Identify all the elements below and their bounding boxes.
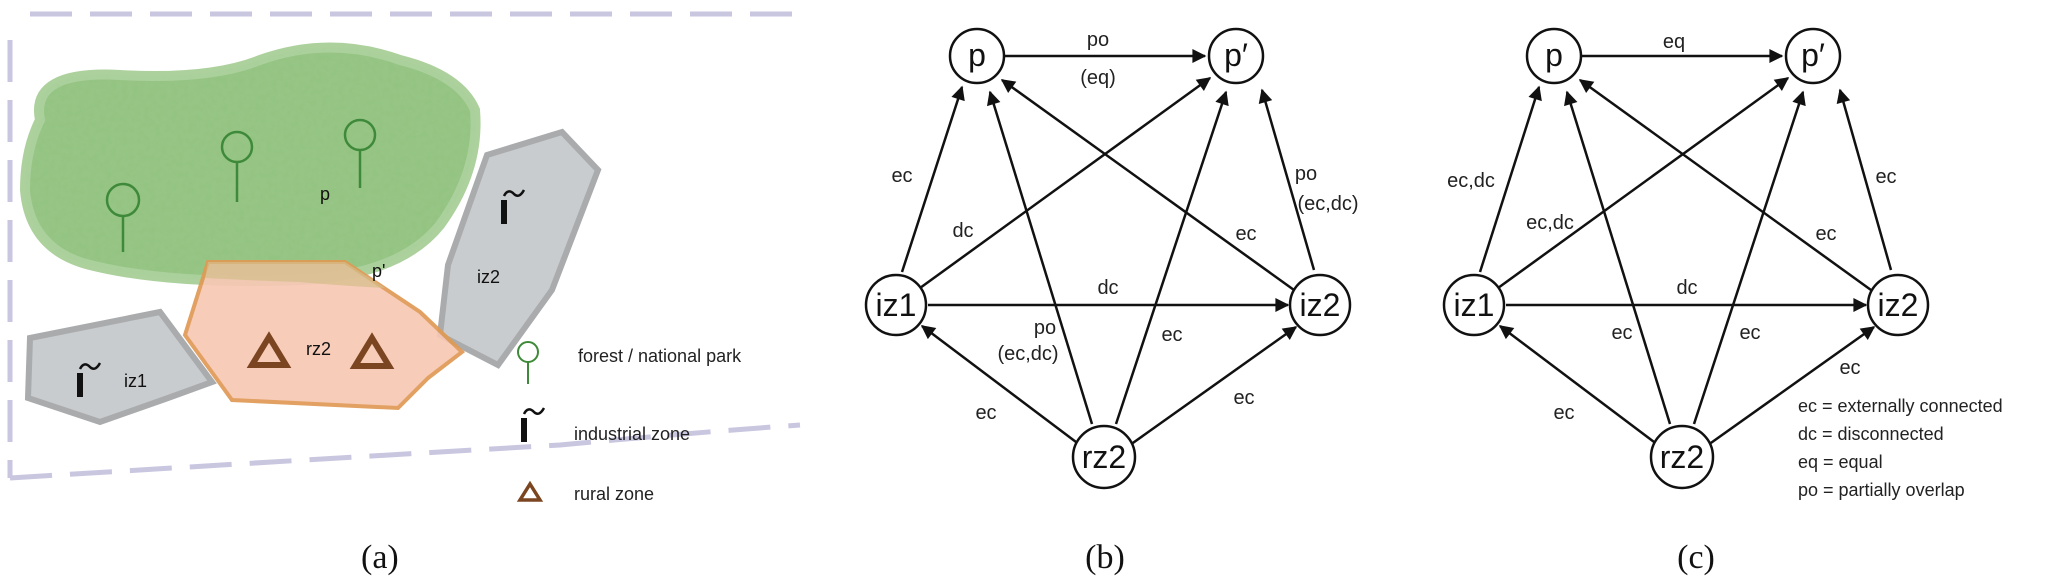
edge-label: (ec,dc): [1297, 193, 1358, 215]
node-label: p′: [1224, 37, 1248, 73]
edge-label: ec: [891, 165, 912, 187]
tree-icon: [220, 130, 254, 202]
node-p-prime: p′: [1784, 27, 1842, 85]
map-label-rz2: rz2: [306, 339, 331, 359]
region-boundary: [7, 11, 801, 481]
legend-line: eq = equal: [1798, 452, 1883, 472]
map-label-iz2: iz2: [477, 267, 500, 287]
legend-line: po = partially overlap: [1798, 480, 1965, 500]
edge-label: ec: [1875, 166, 1896, 188]
abbreviation-legend: ec = externally connected dc = disconnec…: [1798, 396, 2003, 500]
edge-rz2-to-p: [1564, 90, 1672, 425]
edge-label: dc: [1097, 277, 1118, 299]
edge-label: ec,dc: [1447, 170, 1495, 192]
legend-rural-label: rural zone: [574, 484, 654, 504]
legend-rural-icon: [516, 480, 544, 502]
edge-label: ec: [975, 402, 996, 424]
panel-b-graph: p p′ iz1 iz2 rz2 po (eq) ec dc po (ec,dc…: [864, 27, 1359, 576]
industrial-zone-iz2: [436, 128, 602, 369]
edge-label: ec: [1233, 387, 1254, 409]
edge-label: ec: [1235, 223, 1256, 245]
node-iz1: iz1: [864, 273, 928, 337]
edge-iz2-to-p: [1578, 78, 1872, 292]
panel-label-a: (a): [361, 539, 399, 576]
edge-label: dc: [1676, 277, 1697, 299]
panel-label-c: (c): [1677, 539, 1715, 576]
overlap-region: [205, 262, 385, 288]
edge-label: ec: [1839, 357, 1860, 379]
node-label: p′: [1801, 37, 1825, 73]
edge-label: dc: [952, 220, 973, 242]
tree-icon: [105, 182, 141, 252]
edge-iz1-to-pprime: [919, 76, 1212, 290]
edge-rz2-to-p: [987, 90, 1094, 425]
map-label-p-prime: p': [372, 261, 385, 281]
map-legend: forest / national park industrial zone r…: [516, 341, 742, 504]
edge-label: ec: [1553, 402, 1574, 424]
forest-area: [19, 42, 481, 286]
edge-iz1-to-p: [1478, 85, 1542, 273]
rural-icon: [246, 331, 292, 368]
edge-label: (ec,dc): [997, 343, 1058, 365]
edge-label: ec: [1815, 223, 1836, 245]
edge-rz2-to-iz2: [1707, 325, 1876, 447]
edge-label: ec: [1161, 324, 1182, 346]
node-label: p: [1545, 37, 1563, 73]
legend-tree-icon: [517, 341, 539, 384]
node-p: p: [948, 27, 1006, 85]
tree-icon: [343, 118, 377, 188]
rural-icon: [349, 332, 395, 369]
edge-label: po: [1034, 317, 1056, 339]
edge-label: ec,dc: [1526, 212, 1574, 234]
node-iz2: iz2: [1288, 273, 1352, 337]
edge-rz2-to-iz1: [920, 325, 1081, 446]
panel-a-map: p p' iz2 iz1 rz2 forest / national park …: [7, 11, 801, 576]
panel-label-b: (b): [1085, 539, 1125, 576]
edge-iz2-to-p: [1000, 78, 1295, 292]
node-label: p: [968, 37, 986, 73]
node-iz2: iz2: [1866, 273, 1930, 337]
edge-label: po: [1087, 29, 1109, 51]
node-iz1: iz1: [1442, 273, 1506, 337]
node-label: rz2: [1082, 439, 1126, 475]
node-label: iz1: [876, 287, 917, 323]
node-p: p: [1525, 27, 1583, 85]
legend-industrial-label: industrial zone: [574, 424, 690, 444]
factory-icon: [77, 362, 102, 397]
node-rz2: rz2: [1071, 424, 1137, 490]
node-rz2: rz2: [1649, 424, 1715, 490]
node-label: iz1: [1454, 287, 1495, 323]
node-label: iz2: [1300, 287, 1341, 323]
edge-label: po: [1295, 163, 1317, 185]
edge-label: eq: [1663, 31, 1685, 53]
edge-label: (eq): [1080, 67, 1116, 89]
edge-rz2-to-iz1: [1498, 325, 1659, 446]
map-label-p: p: [320, 184, 330, 204]
legend-factory-icon: [521, 407, 546, 442]
edge-iz2-to-pprime: [1258, 88, 1316, 271]
industrial-zone-iz1: [24, 308, 217, 426]
factory-icon: [501, 189, 526, 224]
legend-forest-label: forest / national park: [578, 346, 742, 366]
panel-c-graph: p p′ iz1 iz2 rz2 eq ec,dc ec,dc ec ec dc…: [1442, 27, 2003, 576]
node-p-prime: p′: [1207, 27, 1265, 85]
edge-label: ec: [1611, 322, 1632, 344]
edge-label: ec: [1739, 322, 1760, 344]
legend-line: dc = disconnected: [1798, 424, 1944, 444]
legend-line: ec = externally connected: [1798, 396, 2003, 416]
edge-iz2-to-pprime: [1836, 88, 1893, 271]
map-label-iz1: iz1: [124, 371, 147, 391]
edge-rz2-to-pprime: [1692, 90, 1806, 425]
edge-rz2-to-pprime: [1114, 90, 1229, 425]
edge-iz1-to-p: [900, 85, 965, 273]
node-label: rz2: [1660, 439, 1704, 475]
edge-rz2-to-iz2: [1129, 325, 1298, 447]
node-label: iz2: [1878, 287, 1919, 323]
edge-iz1-to-pprime: [1497, 76, 1790, 290]
